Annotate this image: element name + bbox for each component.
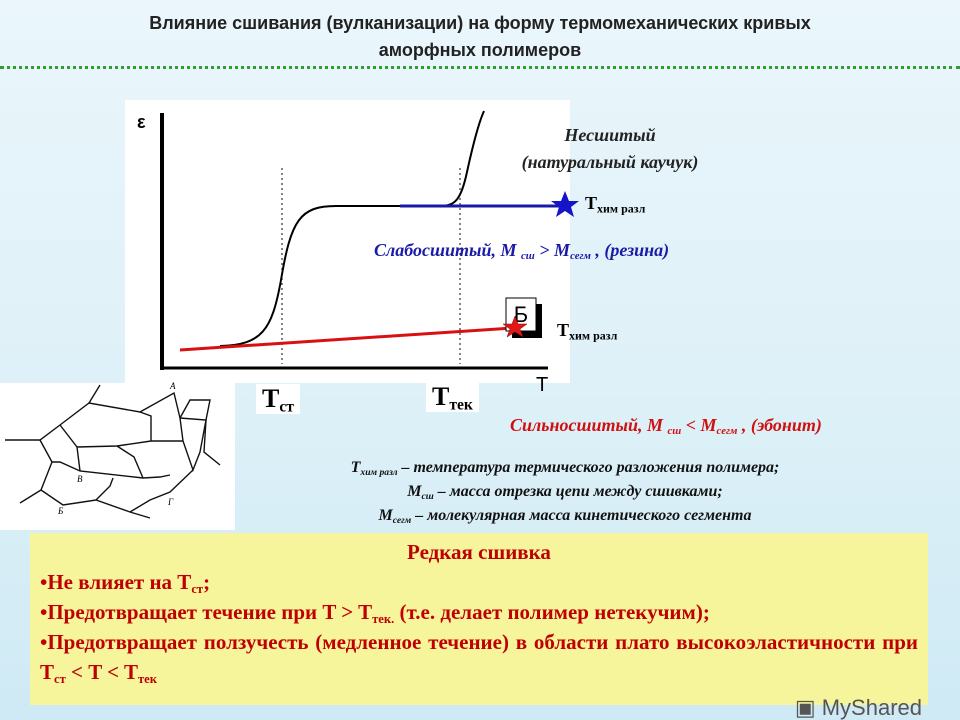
node-label-b: Б [58,506,64,516]
uncrosslinked-label: Несшитый(натуральный каучук) [521,125,699,172]
node-label-v: В [77,474,83,484]
x-axis-label: T [536,374,549,396]
plot-background [125,100,570,383]
box-letter: Б [514,302,528,327]
legend-item: Tхим разл – температура термического раз… [350,459,780,478]
summary-heading: Редкая сшивка [407,540,551,564]
crosslinked-network [5,384,221,519]
summary-bullet-2: •Предотвращает течение при T > Tтек. (т.… [40,600,710,626]
legend: Tхим разл – температура термического раз… [250,456,880,528]
node-label-g: Г [168,497,174,507]
slide-title: Влияние сшивания (вулканизации) на форму… [0,10,960,64]
legend-item: Мсш – масса отрезка цепи между сшивками; [407,483,723,502]
t-decomp-label-2: Tхим разл [557,320,618,343]
strong-crosslinked-line [179,326,514,352]
t-decomp-label-1: Tхим разл [585,193,646,216]
tg-label: Tст [256,384,300,415]
blue-star-icon [551,191,579,217]
summary-bullet-1: •Не влияет на Tст; [40,570,211,596]
weak-crosslinked-label: Слабосшитый, М сш > Мсегм , (резина) [374,240,670,263]
node-label-a: А [170,381,176,391]
tf-label: Tтек [426,382,479,413]
strong-crosslinked-label: Сильносшитый, М сш < Мсегм , (эбонит) [510,415,822,438]
legend-item: Мсегм – молекулярная масса кинетического… [378,507,752,526]
divider [0,66,960,69]
summary-bullet-3: •Предотвращает ползучесть (медленное теч… [40,630,918,686]
red-star-icon [502,315,528,338]
title-line-2: аморфных полимеров [378,40,582,60]
watermark: ▣ MyShared [794,695,922,720]
summary-box: Редкая сшивка •Не влияет на Tст; •Предот… [30,533,928,705]
uncrosslinked-curve [219,110,485,347]
y-axis-label: ε [137,112,146,132]
title-line-1: Влияние сшивания (вулканизации) на форму… [149,13,811,33]
